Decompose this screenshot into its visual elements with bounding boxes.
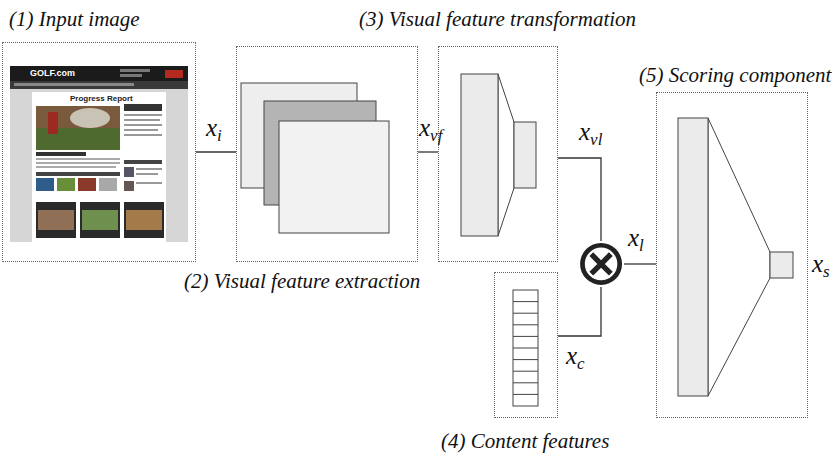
illustration-shape [48, 112, 58, 134]
illustration-shape [82, 210, 118, 230]
illustration-shape [57, 178, 75, 191]
illustration-shape [708, 118, 770, 396]
illustration-shape [38, 210, 74, 230]
scoring-network [678, 118, 793, 396]
illustration-shape [80, 202, 120, 238]
illustration-shape [124, 134, 162, 136]
illustration-shape [279, 121, 389, 233]
illustration-shape [124, 181, 134, 191]
illustration-shape [32, 92, 166, 242]
multiply-operator: ⊗ [578, 241, 624, 287]
illustration-shape [513, 371, 538, 372]
illustration-shape [514, 122, 536, 188]
data-flow-line [196, 151, 236, 152]
panel-heading: (2) Visual feature extraction [184, 269, 420, 294]
variable-name: xvl [579, 118, 602, 150]
scoring-panel: (5) Scoring component [656, 92, 808, 418]
illustration-shape [513, 348, 538, 349]
illustration-shape [78, 178, 96, 191]
data-flow-line [624, 263, 656, 264]
illustration-shape [36, 178, 54, 191]
illustration-shape [136, 173, 158, 175]
illustration-shape [770, 252, 793, 278]
data-flow-line [558, 287, 601, 336]
content-features-panel: (4) Content features [494, 272, 558, 418]
illustration-shape [36, 152, 86, 156]
illustration-shape [120, 69, 150, 72]
illustration-shape [120, 74, 142, 77]
illustration-shape [124, 104, 162, 111]
illustration-shape [461, 74, 498, 236]
illustration-shape [70, 108, 110, 128]
illustration-shape [36, 162, 120, 164]
illustration-shape [124, 119, 160, 121]
illustration-shape [99, 178, 117, 191]
illustration-shape [10, 66, 188, 242]
illustration-shape [126, 210, 162, 230]
panel-heading: (1) Input image [9, 7, 140, 32]
illustration-shape [36, 158, 120, 160]
page-heading: Progress Report [70, 94, 133, 103]
illustration-shape [124, 167, 134, 177]
data-flow-line [418, 151, 438, 152]
content-vector [513, 290, 538, 406]
illustration-shape [498, 74, 514, 236]
illustration-shape [124, 114, 162, 116]
illustration-shape [513, 301, 538, 302]
illustration-shape [124, 202, 164, 238]
illustration-shape [165, 70, 183, 78]
transform-network [461, 74, 536, 236]
illustration-shape [513, 313, 538, 314]
illustration-shape [14, 83, 134, 86]
illustration-shape [513, 336, 538, 337]
feature-maps [241, 83, 389, 233]
variable-name: xs [812, 250, 830, 282]
feature-extraction-panel: (2) Visual feature extraction [236, 46, 418, 262]
illustration-shape [136, 168, 162, 170]
variable-name: xc [566, 342, 585, 374]
site-logo: GOLF.com [30, 68, 75, 78]
illustration-shape [10, 66, 188, 81]
illustration-shape [513, 382, 538, 383]
illustration-shape [36, 202, 76, 238]
illustration-shape [136, 182, 162, 184]
data-flow-line [558, 158, 601, 241]
panel-heading: (4) Content features [441, 429, 609, 454]
variable-name: xvf [419, 114, 442, 146]
illustration-shape [36, 172, 120, 176]
illustration-shape [124, 129, 158, 131]
illustration-shape [513, 359, 538, 360]
panel-heading: (5) Scoring component [639, 63, 831, 88]
illustration-shape [513, 324, 538, 325]
variable-name: xl [628, 224, 644, 256]
webpage-screenshot [10, 66, 188, 242]
variable-name: xi [206, 114, 222, 146]
illustration-shape [513, 394, 538, 395]
illustration-shape [36, 106, 120, 150]
illustration-shape [36, 166, 116, 168]
illustration-shape [124, 124, 162, 126]
panel-heading: (3) Visual feature transformation [359, 7, 636, 32]
illustration-shape [513, 290, 538, 406]
illustration-shape [124, 160, 162, 164]
illustration-shape [678, 118, 708, 396]
illustration-shape [10, 81, 188, 89]
feature-transform-panel: (3) Visual feature transformation [438, 46, 558, 262]
